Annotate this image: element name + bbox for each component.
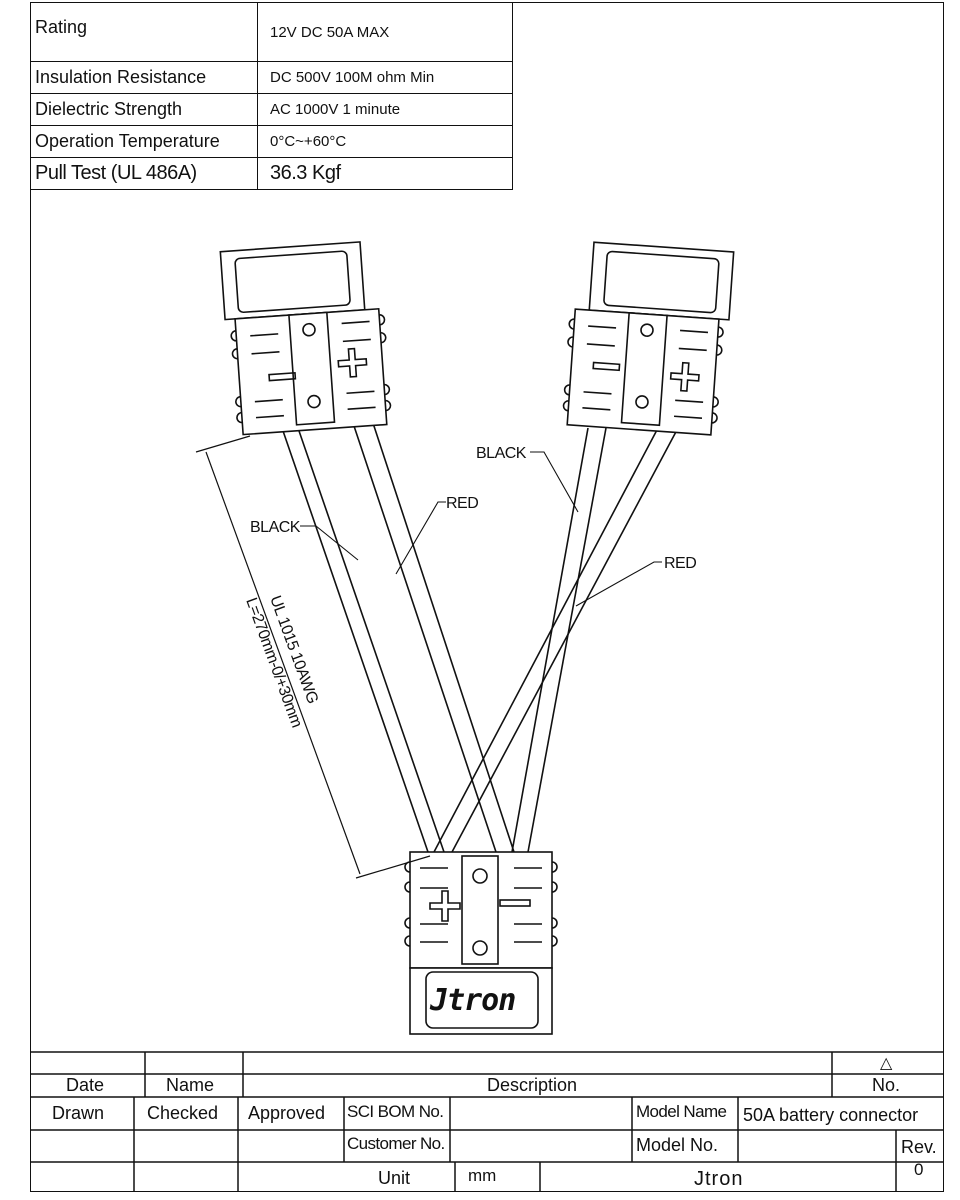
label-red-right: RED [664,555,696,572]
spec-row-rating: Rating 12V DC 50A MAX [30,2,513,62]
role-checked: Checked [147,1103,219,1123]
spec-value: 36.3 Kgf [257,157,513,190]
wire-left-red [351,419,515,853]
spec-row-insulation: Insulation Resistance DC 500V 100M ohm M… [30,61,513,94]
spec-row-pull-test: Pull Test (UL 486A) 36.3 Kgf [30,157,513,190]
wire-left-black [281,427,445,853]
connector-top-left [219,241,392,436]
length-dimension [195,435,431,879]
spec-value: 12V DC 50A MAX [257,2,513,62]
rev-label: Rev. [901,1137,937,1157]
unit-value: mm [468,1166,497,1185]
leader-red-right [575,561,662,607]
connector-bottom [404,851,558,1035]
leader-red-left [395,501,446,575]
header-description: Description [487,1075,578,1095]
spec-row-temperature: Operation Temperature 0°C~+60°C [30,125,513,158]
model-no-label: Model No. [636,1135,719,1155]
title-block-lines [30,1051,944,1192]
header-name: Name [166,1075,215,1095]
unit-label: Unit [378,1168,411,1188]
label-red-left: RED [446,495,478,512]
leader-black-left [300,525,359,561]
model-name-value: 50A battery connector [743,1105,919,1125]
jtron-logo: Jtron [429,983,515,1018]
role-drawn: Drawn [52,1103,105,1123]
rev-value: 0 [914,1160,924,1179]
header-no: No. [872,1075,901,1095]
wire-right-red [433,427,679,853]
label-black-left: BLACK [250,519,301,536]
spec-value: AC 1000V 1 minute [257,93,513,126]
role-approved: Approved [248,1103,326,1123]
company-name: Jtron [694,1168,744,1190]
wire-right-black [511,427,607,853]
model-name-label: Model Name [636,1102,727,1121]
spec-table: Rating 12V DC 50A MAX Insulation Resista… [30,2,513,190]
leader-black-right [530,451,579,513]
header-date: Date [66,1075,105,1095]
spec-value: 0°C~+60°C [257,125,513,158]
label-black-right: BLACK [476,445,527,462]
spec-label: Pull Test (UL 486A) [30,157,258,190]
sci-bom-label: SCI BOM No. [347,1102,444,1121]
connector-top-right [562,241,735,436]
revision-triangle-icon: △ [880,1055,893,1072]
customer-no-label: Customer No. [347,1134,445,1153]
